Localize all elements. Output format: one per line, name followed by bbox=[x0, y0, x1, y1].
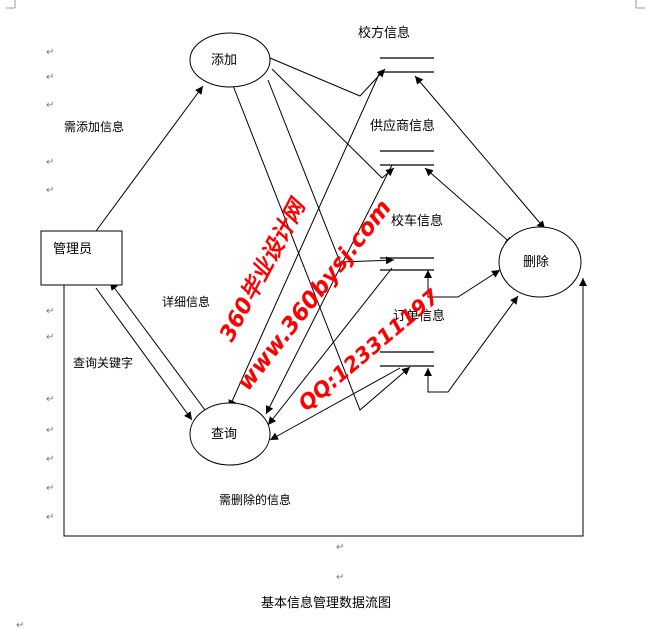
node-add-label: 添加 bbox=[211, 53, 237, 68]
svg-text:↵: ↵ bbox=[336, 542, 344, 553]
svg-text:↵: ↵ bbox=[46, 72, 54, 83]
svg-text:↵: ↵ bbox=[46, 47, 54, 58]
node-admin-box bbox=[40, 230, 123, 286]
page-corner-mark bbox=[635, 0, 645, 9]
node-delete-ellipse bbox=[498, 226, 582, 298]
flow-add-to-supplier bbox=[271, 68, 395, 179]
svg-text:↵: ↵ bbox=[16, 620, 24, 629]
svg-text:↵: ↵ bbox=[46, 483, 54, 494]
svg-text:↵: ↵ bbox=[46, 512, 54, 523]
flow-label-need-delete: 需删除的信息 bbox=[219, 492, 291, 507]
node-query-label: 查询 bbox=[211, 427, 237, 442]
store-order-label: 订单信息 bbox=[393, 308, 445, 324]
flow-delete-supplier bbox=[424, 167, 514, 246]
node-query-ellipse bbox=[189, 402, 271, 466]
store-supplier-label: 供应商信息 bbox=[370, 118, 435, 134]
page-corner-mark bbox=[6, 0, 16, 9]
svg-text:↵: ↵ bbox=[46, 394, 54, 405]
flow-admin-to-add bbox=[95, 85, 204, 232]
svg-text:↵: ↵ bbox=[46, 425, 54, 436]
data-stores bbox=[380, 57, 434, 367]
flow-delete-order bbox=[424, 295, 519, 393]
flow-delete-bus bbox=[424, 269, 501, 298]
flow-query-to-admin bbox=[109, 281, 206, 411]
store-bus-label: 校车信息 bbox=[391, 213, 443, 229]
svg-text:↵: ↵ bbox=[46, 454, 54, 465]
node-add-ellipse bbox=[189, 32, 271, 88]
flow-lines bbox=[63, 57, 587, 537]
diagram-caption: 基本信息管理数据流图 bbox=[261, 595, 391, 611]
flow-bus-to-query bbox=[267, 267, 393, 426]
svg-text:↵: ↵ bbox=[46, 185, 54, 196]
flow-label-need-add: 需添加信息 bbox=[64, 119, 124, 134]
flow-label-detail: 详细信息 bbox=[162, 294, 210, 309]
svg-text:↵: ↵ bbox=[336, 572, 344, 583]
flow-admin-to-delete bbox=[63, 278, 587, 537]
flow-supplier-to-query bbox=[265, 164, 393, 415]
flow-delete-school bbox=[414, 75, 546, 230]
flow-school-to-query bbox=[228, 71, 381, 409]
flow-add-to-school bbox=[269, 57, 386, 97]
flow-admin-to-query bbox=[95, 287, 193, 421]
svg-text:↵: ↵ bbox=[46, 100, 54, 111]
svg-text:↵: ↵ bbox=[46, 157, 54, 168]
svg-text:↵: ↵ bbox=[46, 332, 54, 343]
svg-text:↵: ↵ bbox=[46, 306, 54, 317]
flow-label-query-keyword: 查询关键字 bbox=[73, 355, 133, 370]
flow-order-to-query bbox=[269, 367, 401, 441]
node-delete-label: 删除 bbox=[523, 255, 549, 270]
store-school-label: 校方信息 bbox=[358, 25, 410, 41]
flow-add-to-bus bbox=[267, 79, 395, 265]
paragraph-marks: ↵ ↵ ↵ ↵ ↵ ↵ ↵ ↵ ↵ ↵ ↵ ↵ ↵ ↵ ↵ bbox=[16, 47, 344, 629]
flow-add-to-order bbox=[231, 82, 411, 411]
node-admin-label: 管理员 bbox=[53, 242, 92, 257]
